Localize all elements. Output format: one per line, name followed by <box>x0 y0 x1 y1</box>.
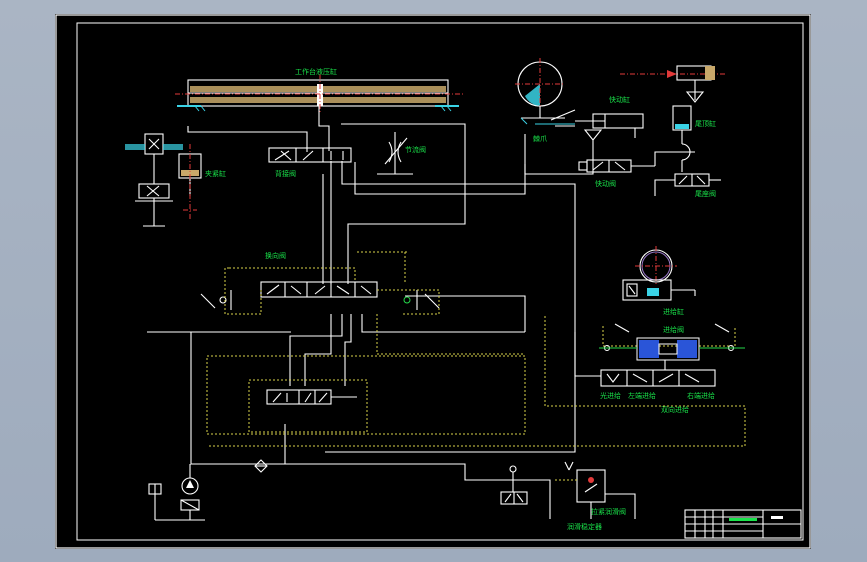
bidirectional-feed-valve <box>574 332 716 387</box>
pawl-assembly <box>515 58 576 127</box>
label-light-grind: 光进给 <box>600 391 621 400</box>
pump-section <box>148 459 268 521</box>
lower-valve <box>266 389 357 405</box>
label-reversing-valve-mid: 换向阀 <box>265 251 286 260</box>
label-tail-cylinder: 尾顶缸 <box>695 119 716 128</box>
label-left-feed: 左端进给 <box>628 391 656 400</box>
label-right-feed: 右端进给 <box>687 391 715 400</box>
label-lube-valve: 拉紧润滑阀 <box>591 507 626 516</box>
sheet-background <box>55 14 811 549</box>
title-block <box>684 509 802 539</box>
fast-valve <box>578 151 695 173</box>
label-pawl: 棘爪 <box>533 135 547 143</box>
label-fast-cylinder: 快动缸 <box>609 95 630 104</box>
label-throttle-valve: 节流阀 <box>405 145 426 154</box>
feed-valve <box>599 323 745 361</box>
lube-assembly <box>500 461 636 519</box>
label-work-table-cylinder: 工作台液压缸 <box>295 67 337 76</box>
label-reversing-valve-top: 背接阀 <box>275 169 296 178</box>
label-tail-valve: 尾座阀 <box>695 189 716 198</box>
label-clamp-cylinder: 夹紧缸 <box>205 169 226 178</box>
feed-cylinder <box>622 246 696 301</box>
reversing-valve-mid <box>200 281 440 310</box>
work-table-cylinder <box>175 74 463 112</box>
outer-frame <box>55 14 811 549</box>
tail-cylinder <box>620 65 725 172</box>
clamp-cylinder-assembly <box>125 133 202 227</box>
pipes-main <box>147 106 576 519</box>
label-fast-valve: 快动阀 <box>595 179 616 188</box>
drawing-sheet[interactable]: 工作台液压缸 <box>55 14 811 549</box>
pilot-lines <box>206 251 746 447</box>
tail-valve <box>654 173 721 196</box>
inner-frame <box>76 22 804 541</box>
label-feed-cylinder: 进给缸 <box>663 307 684 316</box>
label-feed-valve: 进给阀 <box>663 325 684 334</box>
label-bidirectional-feed: 双向进给 <box>661 405 689 414</box>
throttle-valve <box>377 132 413 175</box>
label-lube-pump: 润滑稳定器 <box>567 522 602 531</box>
reversing-valve-top <box>268 147 352 163</box>
